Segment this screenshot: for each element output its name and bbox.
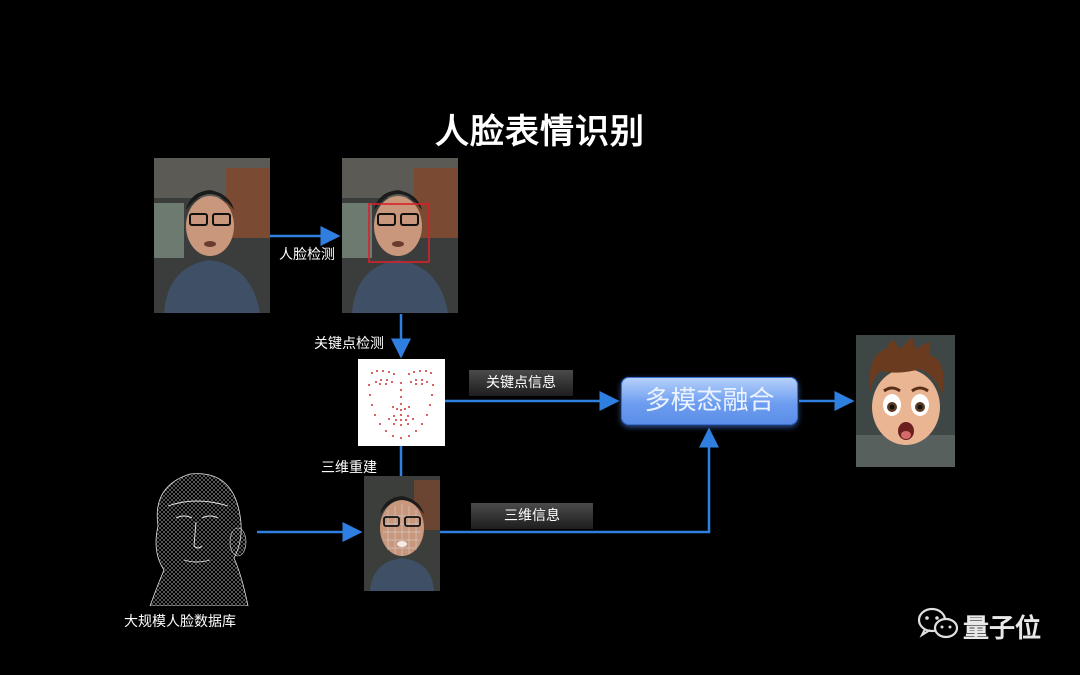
tag-keypoint-info: 关键点信息	[469, 370, 573, 396]
tag-3d-info: 三维信息	[471, 503, 593, 529]
label-face-database: 大规模人脸数据库	[124, 614, 236, 630]
wechat-icon	[917, 607, 959, 639]
label-3d-reconstruction: 三维重建	[321, 460, 377, 476]
diagram-title: 人脸表情识别	[435, 112, 645, 152]
multimodal-fusion-box: 多模态融合	[621, 377, 798, 425]
reconstruction-3d-photo	[364, 476, 440, 591]
face-database-wireframe	[138, 466, 254, 606]
arrow-3d-to-fusion	[440, 427, 719, 534]
face-detection-photo	[342, 158, 458, 313]
label-face-detection: 人脸检测	[279, 247, 335, 263]
avatar-output	[856, 335, 955, 467]
input-face-photo	[154, 158, 270, 313]
label-keypoint-detection: 关键点检测	[314, 336, 384, 352]
face-bounding-box	[368, 203, 430, 263]
watermark-text: 量子位	[963, 614, 1042, 644]
keypoints-map	[358, 359, 445, 446]
